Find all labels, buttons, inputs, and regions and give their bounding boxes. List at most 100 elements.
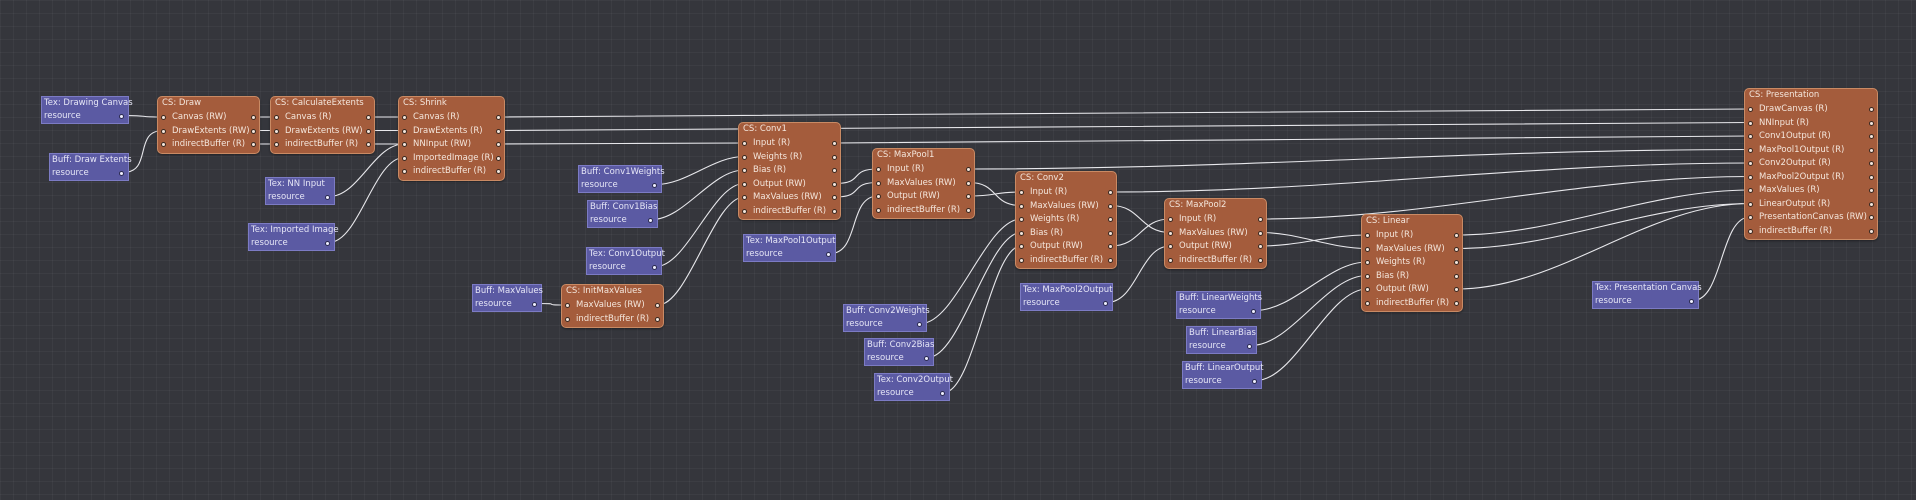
resource-output-pin-icon[interactable]	[652, 265, 657, 270]
output-pin-icon[interactable]	[1869, 147, 1874, 153]
input-pin-icon[interactable]	[1748, 174, 1753, 180]
output-pin-icon[interactable]	[1454, 273, 1459, 279]
input-pin-icon[interactable]	[1365, 246, 1370, 252]
output-pin-icon[interactable]	[1108, 230, 1113, 236]
output-pin-icon[interactable]	[966, 180, 971, 186]
output-pin-icon[interactable]	[1869, 107, 1874, 112]
output-pin-icon[interactable]	[1869, 134, 1874, 139]
output-pin-icon[interactable]	[1108, 244, 1113, 249]
output-pin-icon[interactable]	[496, 169, 501, 174]
resource-output-pin-icon[interactable]	[648, 218, 653, 223]
input-pin-icon[interactable]	[1019, 203, 1024, 209]
input-pin-icon[interactable]	[1019, 244, 1024, 249]
input-pin-icon[interactable]	[742, 141, 747, 146]
output-pin-icon[interactable]	[251, 128, 256, 134]
input-pin-icon[interactable]	[161, 128, 166, 134]
output-pin-icon[interactable]	[655, 316, 660, 322]
output-pin-icon[interactable]	[832, 181, 837, 187]
input-pin-icon[interactable]	[402, 115, 407, 120]
input-pin-icon[interactable]	[402, 169, 407, 174]
input-pin-icon[interactable]	[1748, 188, 1753, 193]
output-pin-icon[interactable]	[1869, 174, 1874, 180]
resource-output-pin-icon[interactable]	[940, 391, 945, 396]
input-pin-icon[interactable]	[1168, 244, 1173, 249]
input-pin-icon[interactable]	[1019, 190, 1024, 195]
resource-output-pin-icon[interactable]	[1247, 344, 1252, 349]
output-pin-icon[interactable]	[966, 194, 971, 199]
output-pin-icon[interactable]	[1258, 257, 1263, 263]
input-pin-icon[interactable]	[1365, 260, 1370, 265]
input-pin-icon[interactable]	[161, 115, 166, 120]
input-pin-icon[interactable]	[742, 195, 747, 200]
input-pin-icon[interactable]	[274, 142, 279, 147]
output-pin-icon[interactable]	[1454, 246, 1459, 252]
input-pin-icon[interactable]	[1365, 233, 1370, 238]
resource-output-pin-icon[interactable]	[1689, 299, 1694, 304]
input-pin-icon[interactable]	[1365, 273, 1370, 279]
output-pin-icon[interactable]	[1454, 233, 1459, 238]
output-pin-icon[interactable]	[496, 115, 501, 120]
input-pin-icon[interactable]	[274, 115, 279, 120]
output-pin-icon[interactable]	[832, 154, 837, 160]
input-pin-icon[interactable]	[742, 168, 747, 173]
output-pin-icon[interactable]	[366, 128, 371, 134]
output-pin-icon[interactable]	[1869, 120, 1874, 126]
input-pin-icon[interactable]	[1748, 134, 1753, 139]
output-pin-icon[interactable]	[1869, 228, 1874, 234]
output-pin-icon[interactable]	[251, 115, 256, 120]
output-pin-icon[interactable]	[1869, 215, 1874, 220]
resource-output-pin-icon[interactable]	[325, 241, 330, 246]
output-pin-icon[interactable]	[1869, 201, 1874, 207]
output-pin-icon[interactable]	[496, 155, 501, 161]
input-pin-icon[interactable]	[1748, 147, 1753, 153]
input-pin-icon[interactable]	[876, 180, 881, 186]
input-pin-icon[interactable]	[1365, 287, 1370, 292]
resource-output-pin-icon[interactable]	[325, 195, 330, 200]
input-pin-icon[interactable]	[161, 142, 166, 147]
resource-output-pin-icon[interactable]	[119, 171, 124, 176]
input-pin-icon[interactable]	[742, 181, 747, 187]
output-pin-icon[interactable]	[1258, 244, 1263, 249]
input-pin-icon[interactable]	[565, 316, 570, 322]
input-pin-icon[interactable]	[1748, 120, 1753, 126]
resource-output-pin-icon[interactable]	[652, 183, 657, 188]
resource-output-pin-icon[interactable]	[826, 252, 831, 257]
output-pin-icon[interactable]	[655, 303, 660, 308]
output-pin-icon[interactable]	[832, 208, 837, 214]
input-pin-icon[interactable]	[876, 194, 881, 199]
input-pin-icon[interactable]	[1019, 230, 1024, 236]
input-pin-icon[interactable]	[402, 155, 407, 161]
output-pin-icon[interactable]	[1258, 230, 1263, 236]
output-pin-icon[interactable]	[832, 141, 837, 146]
input-pin-icon[interactable]	[876, 167, 881, 172]
output-pin-icon[interactable]	[1108, 190, 1113, 195]
output-pin-icon[interactable]	[1108, 203, 1113, 209]
input-pin-icon[interactable]	[742, 208, 747, 214]
input-pin-icon[interactable]	[274, 128, 279, 134]
output-pin-icon[interactable]	[1108, 257, 1113, 263]
output-pin-icon[interactable]	[1454, 260, 1459, 265]
input-pin-icon[interactable]	[402, 128, 407, 134]
input-pin-icon[interactable]	[565, 303, 570, 308]
resource-output-pin-icon[interactable]	[1251, 309, 1256, 314]
resource-output-pin-icon[interactable]	[119, 114, 124, 119]
output-pin-icon[interactable]	[496, 128, 501, 134]
output-pin-icon[interactable]	[832, 195, 837, 200]
